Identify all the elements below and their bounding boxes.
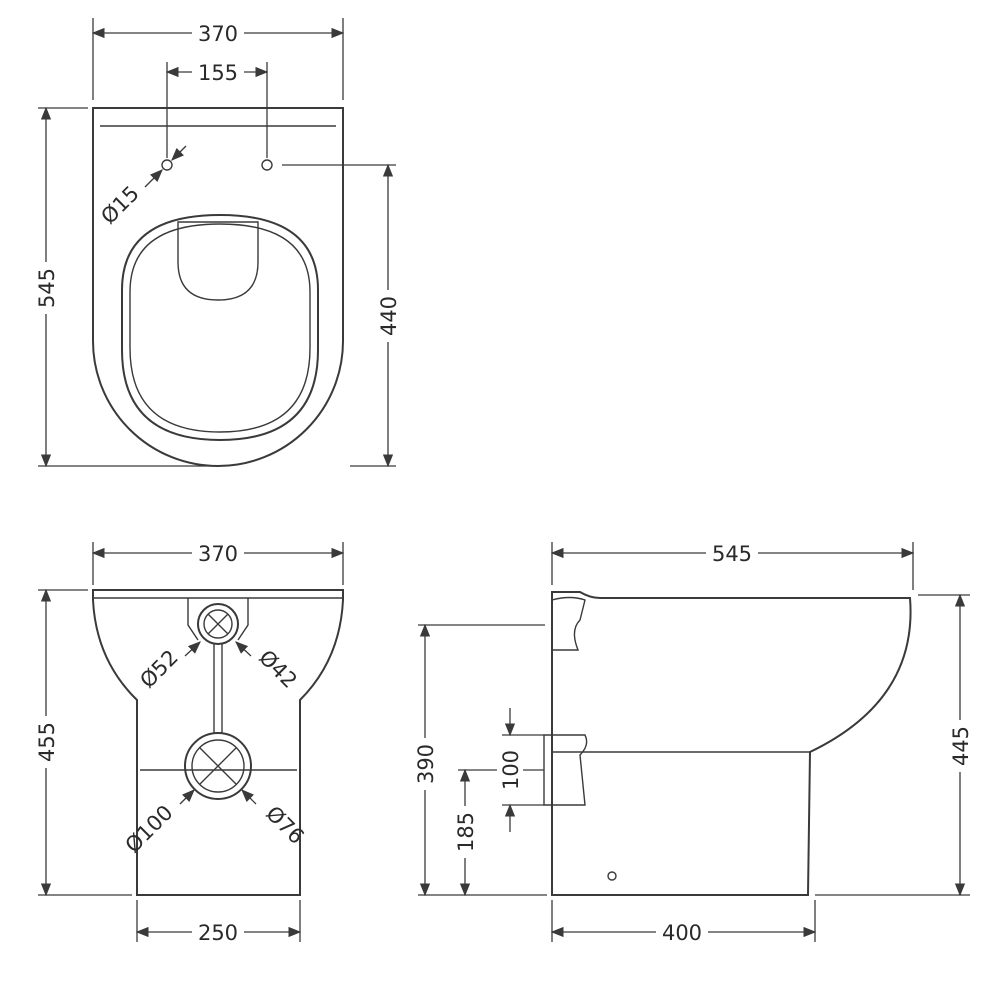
top-width-label: 370 — [198, 22, 238, 46]
side-depth-label: 545 — [712, 542, 752, 566]
cistern-inlet — [551, 596, 586, 651]
inlet-inner-label: Ø42 — [254, 645, 302, 693]
hole-spacing-label: 155 — [198, 61, 238, 85]
side-height-label: 445 — [949, 726, 973, 766]
inlet-outer-label: Ø52 — [135, 645, 183, 693]
front-height-label: 455 — [35, 722, 59, 762]
fixing-hole-left — [161, 159, 173, 171]
seat-outline — [121, 213, 319, 442]
base-depth-label: 400 — [662, 921, 702, 945]
outlet-inner-label: Ø76 — [261, 801, 309, 849]
outlet-pipe — [184, 732, 252, 800]
side-view: 545 400 445 390 185 100 — [412, 540, 973, 945]
front-view: Ø52 Ø42 Ø100 Ø76 370 455 250 — [33, 540, 345, 945]
hole-to-back-label: 440 — [377, 296, 401, 336]
lid-notch — [177, 221, 259, 301]
hole-diameter-label: Ø15 — [96, 181, 144, 229]
outlet-height-label: 390 — [414, 744, 438, 784]
front-view-outline — [92, 589, 344, 896]
fixing-hole-right — [261, 159, 273, 171]
waste-outlet — [543, 734, 588, 806]
waste-height-label: 185 — [454, 812, 478, 852]
fixing-point — [607, 871, 617, 881]
seat-inner — [129, 223, 311, 433]
side-view-outline — [551, 591, 912, 896]
outlet-outer-label: Ø100 — [121, 801, 178, 858]
front-width-label: 370 — [198, 542, 238, 566]
base-width-label: 250 — [198, 921, 238, 945]
waste-size-label: 100 — [499, 750, 523, 790]
top-view-outline — [92, 107, 344, 467]
top-view: 370 155 545 440 Ø15 — [33, 18, 401, 468]
top-depth-label: 545 — [35, 268, 59, 308]
inlet-pipe — [197, 603, 239, 645]
